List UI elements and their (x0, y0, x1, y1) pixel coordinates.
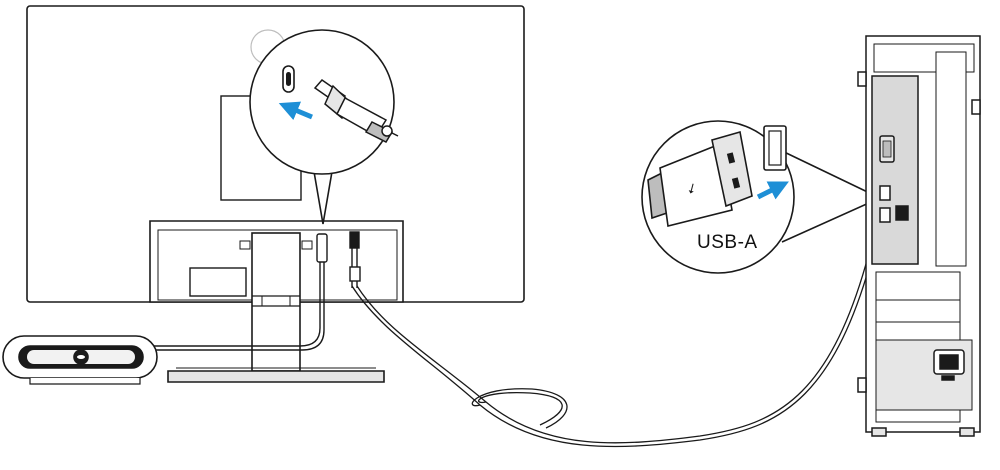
usb-a-plug: ⭠ (647, 130, 753, 227)
tower-usb-a-port (879, 185, 891, 201)
monitor-vent (189, 267, 247, 297)
usb-cable (351, 224, 881, 448)
usb-c-insert-arrow (278, 101, 313, 121)
usb-a-port-callout: ⭠ (641, 120, 882, 274)
usb-symbol-icon: ⭠ (682, 181, 700, 196)
ethernet-port (895, 205, 909, 221)
monitor-cables (152, 231, 361, 351)
usb-a-insert-arrow (756, 181, 789, 200)
monitor-stand-base (167, 370, 385, 383)
tower-io-panel (871, 75, 919, 265)
webcam (2, 335, 158, 385)
usb-c-port-callout (249, 29, 399, 225)
usb-c-plug (313, 79, 399, 143)
desktop-tower (857, 35, 981, 437)
usb-a-cable-plug-monitor (349, 231, 360, 249)
usb-a-label: USB-A (697, 232, 758, 253)
usb-c-cable-plug (316, 233, 328, 263)
monitor-stand-neck (251, 232, 301, 372)
